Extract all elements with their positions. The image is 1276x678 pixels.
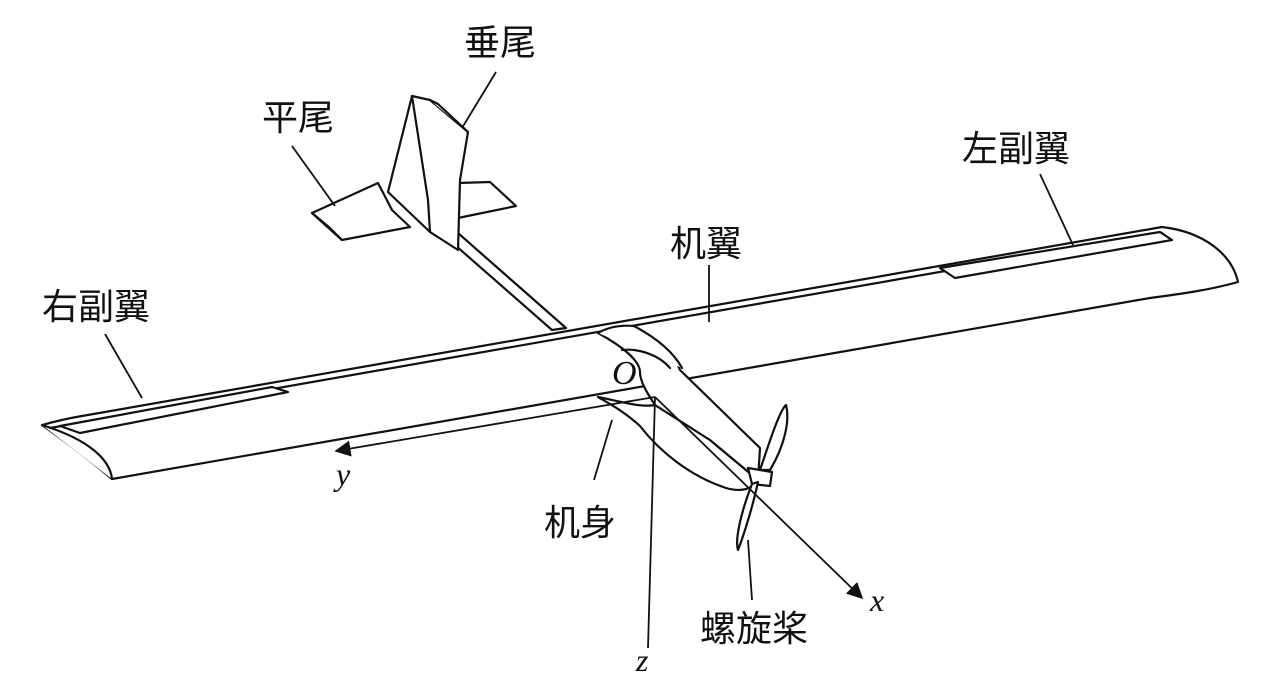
origin-label: O [612,355,637,392]
z-axis-label: z [636,642,649,678]
z-axis [647,396,656,649]
x-axis-label: x [870,582,885,618]
x-axis [654,396,864,600]
horizontal-tail-label: 平尾 [262,98,335,139]
horizontal-tail [310,180,518,242]
vertical-tail [386,94,470,252]
right-aileron [58,385,290,435]
leader-lines [104,71,1074,601]
fuselage [596,324,762,491]
left-aileron [938,230,1174,280]
right-aileron-label: 右副翼 [42,287,151,328]
fuselage-label: 机身 [544,503,617,544]
wing-label: 机翼 [670,224,743,265]
vertical-tail-label: 垂尾 [464,23,537,64]
propeller-label: 螺旋桨 [700,609,809,650]
y-axis-label: y [336,456,351,492]
y-axis [334,396,656,457]
left-aileron-label: 左副翼 [962,129,1071,170]
propeller [736,403,789,552]
